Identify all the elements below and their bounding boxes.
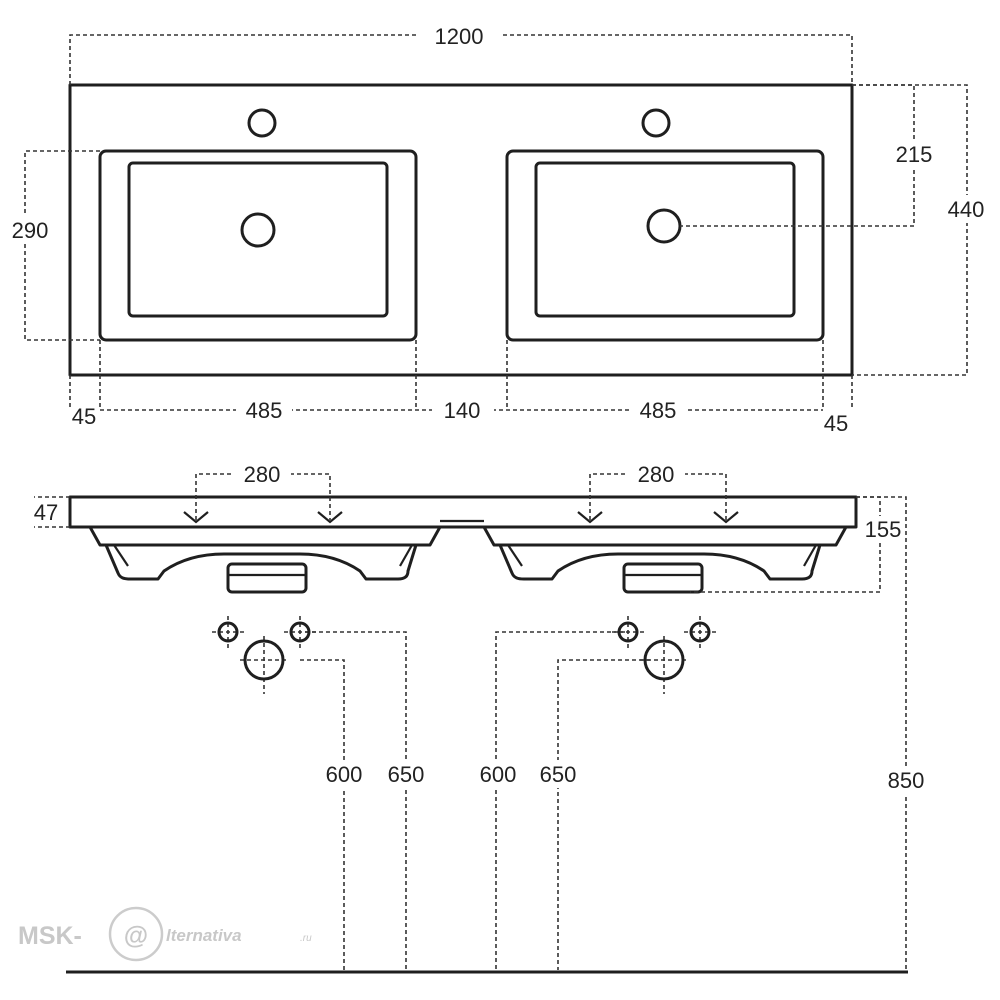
right-bowl-underside [498, 544, 822, 581]
left-bowl-underside [104, 544, 418, 581]
left-cold-water-icon [217, 621, 239, 643]
left-bowl-skirt [88, 525, 442, 547]
right-connections [612, 616, 716, 694]
watermark-symbol: @ [124, 922, 148, 950]
dim-left-pipe-high: 650 [388, 762, 425, 787]
right-drain-fitting [622, 562, 704, 594]
dim-bowl-depth: 290 [12, 218, 49, 243]
dim-right-margin: 45 [824, 411, 848, 436]
watermark-logo: MSK- @ lternativa .ru [18, 906, 312, 962]
dim-fixing-left: 280 [244, 462, 281, 487]
watermark-at-icon [108, 906, 164, 962]
plan-dimensions [3, 22, 994, 423]
dimension-labels: 1200 440 215 290 45 485 140 485 45 47 28… [12, 24, 985, 793]
fixing-bolt-icons [183, 511, 739, 524]
right-cold-water-icon [617, 621, 639, 643]
dim-depth: 440 [948, 197, 985, 222]
right-hot-water-icon [689, 621, 711, 643]
dim-bowl-right-width: 485 [640, 398, 677, 423]
dim-bowl-height: 155 [865, 517, 902, 542]
dim-total-width: 1200 [435, 24, 484, 49]
dim-fixing-right: 280 [638, 462, 675, 487]
watermark-suffix: lternativa [166, 926, 242, 945]
left-basin-outer [98, 149, 418, 342]
right-basin-inner [534, 161, 796, 318]
watermark-tld: .ru [300, 933, 312, 944]
plan-view [68, 83, 854, 377]
elevation-dimensions [34, 461, 932, 970]
countertop-elevation [68, 495, 858, 529]
left-connections [212, 616, 316, 694]
elevation-view [68, 495, 858, 594]
left-drain-fitting [226, 562, 308, 594]
left-tap-hole [247, 108, 277, 138]
dim-drain-offset: 215 [896, 142, 933, 167]
dim-left-margin: 45 [72, 404, 96, 429]
dim-gap: 140 [444, 398, 481, 423]
right-waste-icon [643, 639, 685, 681]
dim-right-pipe-low: 600 [480, 762, 517, 787]
countertop-outline [68, 83, 854, 377]
dim-slab-thickness: 47 [34, 500, 58, 525]
dim-right-pipe-high: 650 [540, 762, 577, 787]
left-hot-water-icon [289, 621, 311, 643]
right-tap-hole [641, 108, 671, 138]
dim-total-height: 850 [888, 768, 925, 793]
left-drain-hole [240, 212, 276, 248]
left-waste-icon [243, 639, 285, 681]
dim-left-pipe-low: 600 [326, 762, 363, 787]
dim-bowl-left-width: 485 [246, 398, 283, 423]
watermark-prefix: MSK- [18, 922, 82, 950]
right-drain-hole [646, 208, 682, 244]
right-bowl-skirt [482, 525, 848, 547]
right-basin-outer [505, 149, 825, 342]
left-basin-inner [127, 161, 389, 318]
